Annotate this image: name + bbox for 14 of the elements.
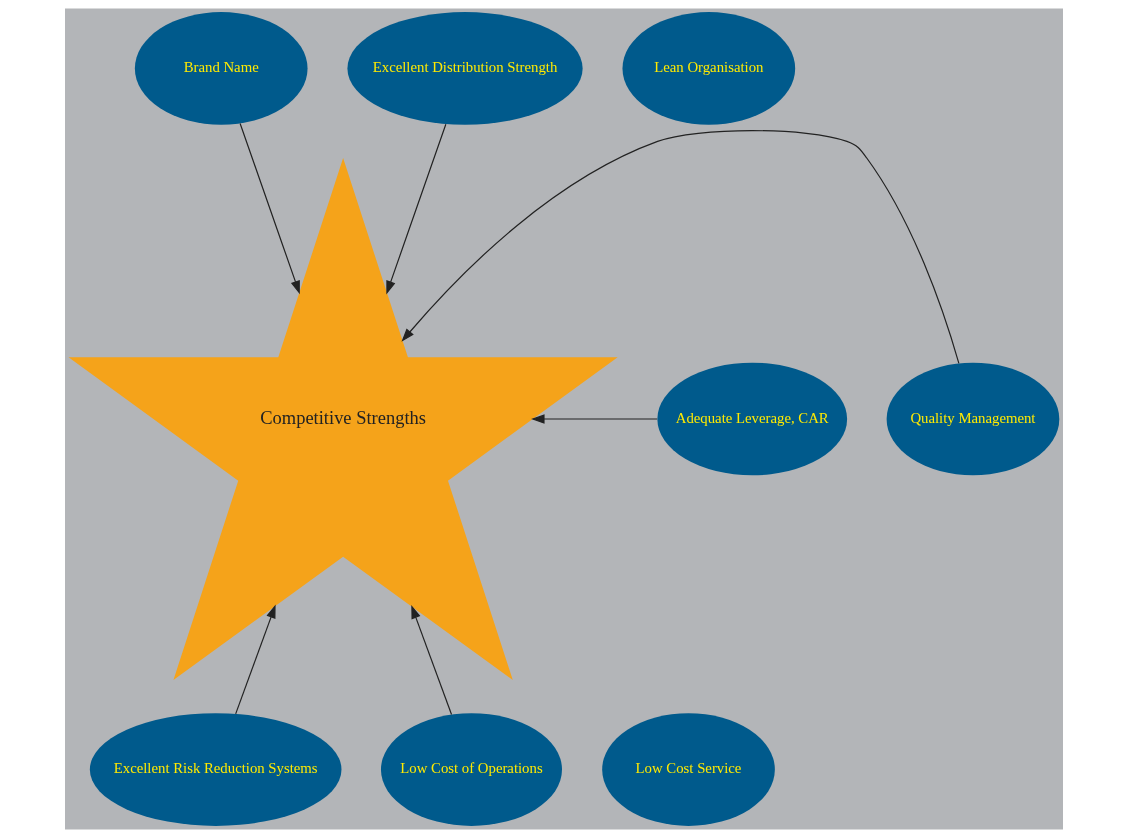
- arrow: [235, 604, 276, 715]
- arrow: [401, 130, 960, 364]
- arrow: [411, 605, 453, 716]
- arrow: [386, 123, 447, 295]
- node-ellipse: Lean Organisation: [622, 12, 796, 125]
- node-ellipse: Excellent Risk Reduction Systems: [89, 713, 342, 826]
- arrow: [239, 122, 300, 295]
- node-ellipse: Brand Name: [134, 12, 308, 125]
- node-ellipse: Adequate Leverage, CAR: [657, 362, 848, 476]
- node-ellipse: Low Cost of Operations: [380, 713, 562, 826]
- arrow: [531, 414, 658, 424]
- node-ellipse: Low Cost Service: [602, 713, 775, 826]
- node-ellipse: Excellent Distribution Strength: [347, 12, 583, 125]
- node-ellipse: Quality Management: [886, 362, 1060, 476]
